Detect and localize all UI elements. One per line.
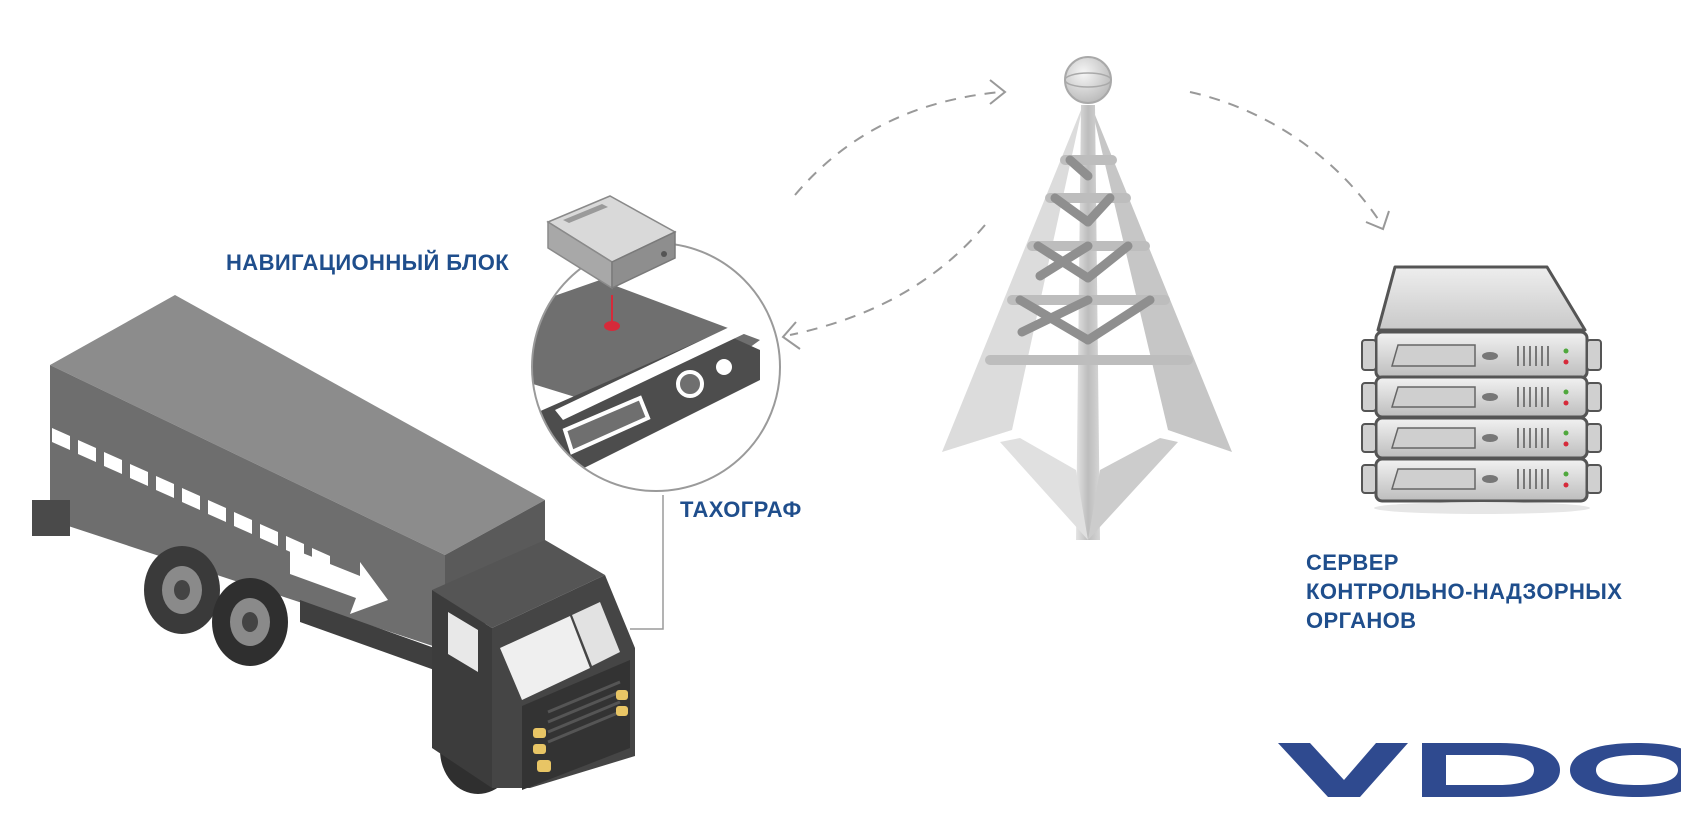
uplink-arrow <box>794 91 1001 196</box>
mount-point-indicator <box>604 321 620 331</box>
server-unit <box>1361 457 1602 503</box>
uplink-arrow-head <box>989 79 1007 105</box>
navigation-unit-icon <box>546 195 677 331</box>
server-link-arrow-head <box>1365 210 1390 231</box>
radio-tower-icon <box>942 56 1232 540</box>
navigation-unit-label: НАВИГАЦИОННЫЙ БЛОК <box>226 250 510 275</box>
server-label-line: СЕРВЕР <box>1306 550 1399 575</box>
server-label-line: КОНТРОЛЬНО-НАДЗОРНЫХ <box>1306 579 1623 604</box>
server-unit <box>1361 375 1602 419</box>
server-rack-icon <box>1361 265 1602 514</box>
server-units <box>1361 330 1602 503</box>
server-label: СЕРВЕР КОНТРОЛЬНО-НАДЗОРНЫХ ОРГАНОВ <box>1306 548 1622 635</box>
tachograph-callout-line <box>630 495 664 630</box>
downlink-arrow-head <box>781 321 801 350</box>
truck-icon <box>32 295 635 794</box>
truck-cab <box>432 540 635 790</box>
arrow-heads <box>781 79 1390 350</box>
server-unit <box>1361 416 1602 460</box>
zoom-bubble <box>531 242 781 492</box>
truck-arrow <box>290 548 388 614</box>
server-label-line: ОРГАНОВ <box>1306 608 1417 633</box>
tachograph-label: ТАХОГРАФ <box>680 497 802 522</box>
signal-arrows <box>789 91 1383 336</box>
downlink-arrow <box>789 224 986 336</box>
server-link-arrow <box>1189 91 1383 226</box>
vdo-logo <box>1278 743 1681 797</box>
server-unit <box>1361 330 1602 380</box>
